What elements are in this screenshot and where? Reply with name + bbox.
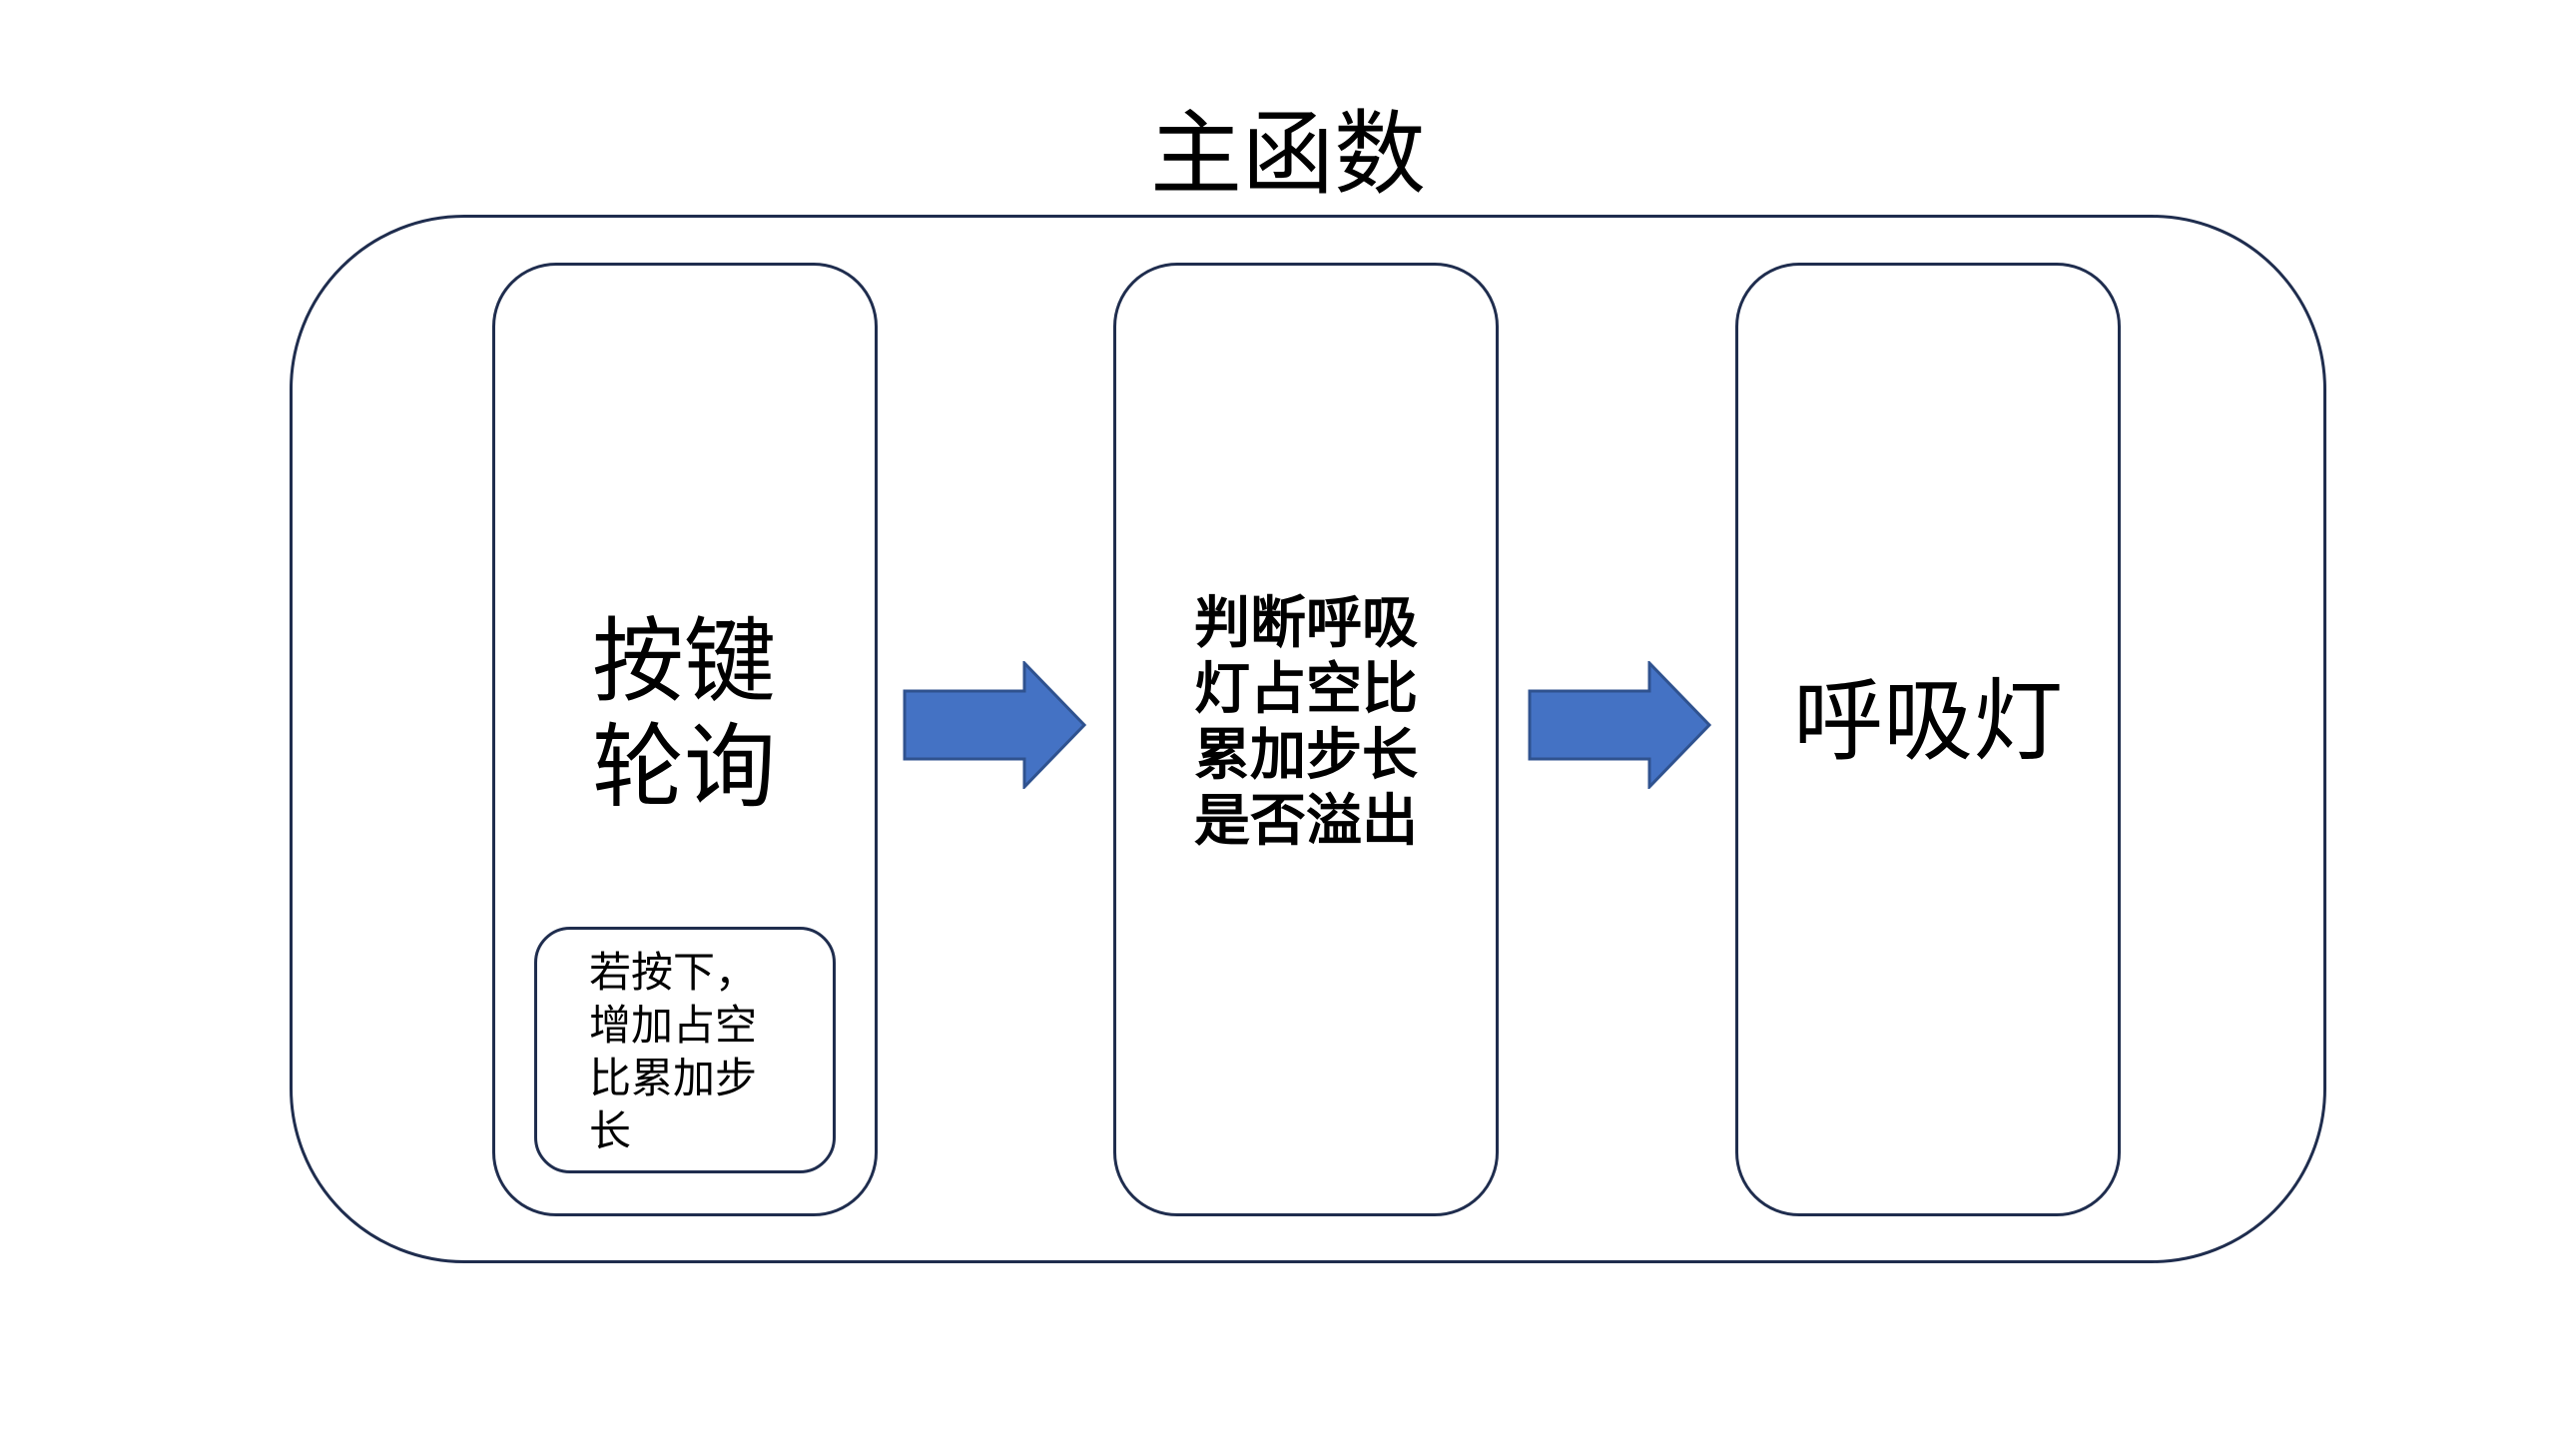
key-polling-label: 按键 轮询	[519, 609, 849, 821]
breathing-light-label: 呼吸灯	[1793, 669, 2063, 774]
diagram-title: 主函数	[1149, 101, 1426, 208]
key-polling-label-line-1: 按键	[591, 608, 776, 715]
key-polling-box	[492, 263, 878, 1216]
flow-arrow-1-shape	[903, 661, 1086, 789]
overflow-check-label: 判断呼吸 灯占空比 累加步长 是否溢出	[1128, 591, 1484, 855]
key-press-note-line-2: 增加占空	[589, 1001, 758, 1050]
flow-arrow-2	[1528, 661, 1711, 789]
key-press-note-line-3: 比累加步	[589, 1054, 758, 1102]
overflow-check-box	[1113, 263, 1499, 1216]
overflow-check-line-4: 是否溢出	[1194, 789, 1418, 854]
flow-arrow-2-shape	[1528, 661, 1711, 789]
overflow-check-line-2: 灯占空比	[1194, 657, 1418, 722]
main-function-container	[290, 215, 2326, 1263]
key-press-note-label: 若按下， 增加占空 比累加步 长	[589, 946, 819, 1157]
overflow-check-line-3: 累加步长	[1194, 723, 1418, 788]
overflow-check-line-1: 判断呼吸	[1194, 591, 1418, 656]
flow-arrow-1	[903, 661, 1086, 789]
breathing-light-box	[1735, 263, 2121, 1216]
key-press-note-line-1: 若按下，	[589, 948, 758, 997]
key-press-note-line-4: 长	[589, 1106, 632, 1155]
key-polling-label-line-2: 轮询	[591, 714, 776, 821]
key-press-note-box	[534, 927, 836, 1173]
